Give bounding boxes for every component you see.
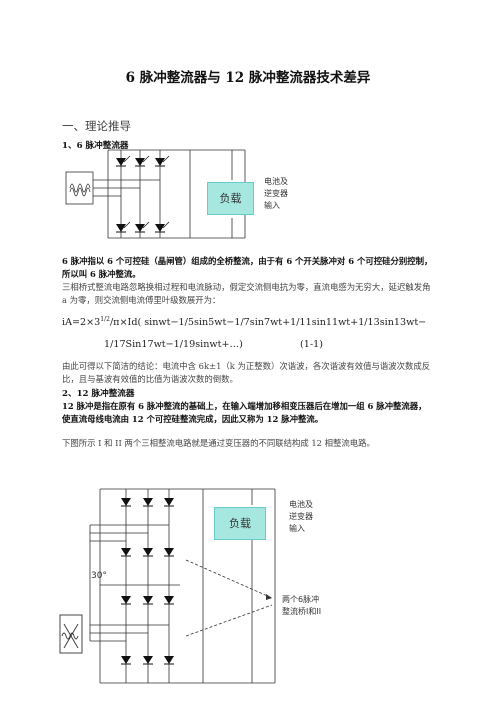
formula-line-2: 1/17Sin17wt−1/19sinwt+…) — [104, 339, 243, 350]
load-box-1: 负载 — [207, 182, 254, 215]
bridge-label: 两个6脉冲 整流桥I和II — [282, 595, 322, 616]
thyristors-top — [116, 155, 170, 167]
thyristors-bridge-2 — [121, 596, 174, 665]
paragraph-12-pulse-definition: 12 脉冲是指在原有 6 脉冲整流的基础上，在输入端增加移相变压器后在增加一组 … — [62, 401, 427, 424]
load-box-2: 负载 — [214, 507, 266, 540]
thyristors-bridge-1 — [121, 498, 174, 557]
phase-angle-label: 30° — [91, 571, 107, 581]
battery-inverter-label-1: 电池及 逆变器 输入 — [264, 177, 288, 210]
subheading-6-pulse: 1、6 脉冲整流器 — [62, 141, 129, 151]
formula-number: (1-1) — [300, 339, 323, 350]
section-heading-theory: 一、理论推导 — [62, 119, 131, 133]
phase-lines — [93, 149, 246, 239]
arrowhead-icon — [266, 594, 272, 600]
paragraph-6-pulse-definition: 6 脉冲指以 6 个可控硅（晶闸管）组成的全桥整流，由于有 6 个开关脉冲对 6… — [62, 256, 433, 279]
phase-shift-transformer-icon — [59, 614, 83, 654]
thyristors-bottom — [116, 221, 170, 233]
paragraph-figure-intro: 下图所示 I 和 II 两个三相整流电路就是通过变压器的不同联结构成 12 相整… — [62, 438, 375, 448]
formula-line-1: iA=2×31/2/π×Id( sinwt−1/5sin5wt−1/7sin7w… — [62, 316, 427, 329]
paragraph-fourier-assumption: 三相桥式整流电路忽略换相过程和电流脉动，假定交流侧电抗为零，直流电感为无穷大，延… — [62, 282, 431, 305]
document-title: 6 脉冲整流器与 12 脉冲整流器技术差异 — [125, 70, 371, 86]
subheading-12-pulse: 2、12 脉冲整流器 — [62, 389, 135, 399]
paragraph-harmonic-conclusion: 由此可得以下简洁的结论：电流中含 6k±1（k 为正整数）次谐波，各次谐波有效值… — [62, 361, 431, 384]
bridge-pointer-arrows — [185, 559, 273, 637]
ac-source-icon — [65, 171, 94, 205]
battery-inverter-label-2: 电池及 逆变器 输入 — [289, 500, 313, 533]
